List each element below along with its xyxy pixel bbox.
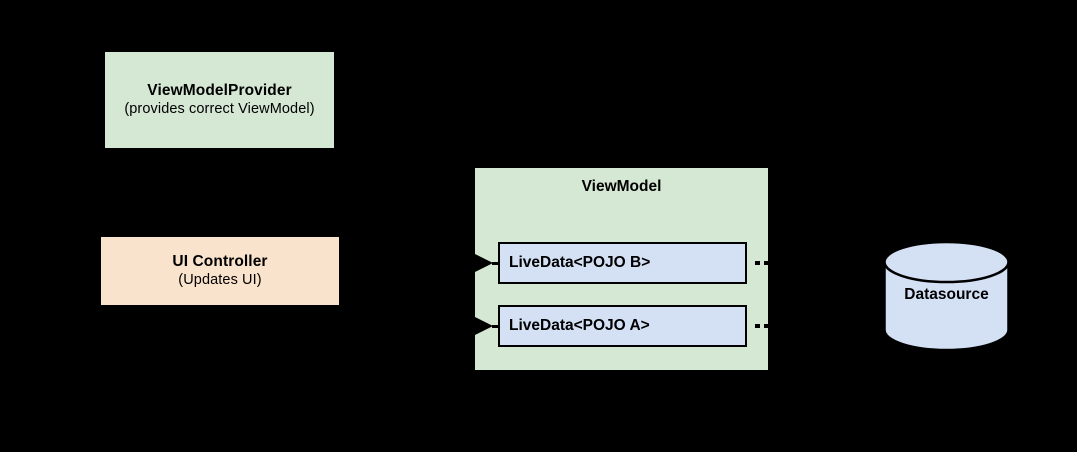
arrowhead-icon — [475, 254, 493, 272]
ui-controller-subtitle: (Updates UI) — [178, 271, 262, 288]
database-cylinder-icon — [883, 240, 1010, 352]
arrowhead-icon — [475, 317, 493, 335]
viewmodel-provider-subtitle: (provides correct ViewModel) — [124, 100, 315, 117]
node-ui-controller[interactable]: UI Controller (Updates UI) — [101, 237, 339, 305]
node-datasource[interactable]: Datasource — [882, 240, 1011, 352]
dashed-connector-segment — [755, 324, 760, 328]
arrow-shaft — [492, 262, 500, 265]
node-livedata-pojo-a[interactable]: LiveData<POJO A> — [498, 305, 747, 347]
livedata-row: LiveData<POJO B> — [475, 242, 769, 284]
dashed-connector-segment — [755, 261, 760, 265]
livedata-row: LiveData<POJO A> — [475, 305, 769, 347]
node-viewmodel-provider[interactable]: ViewModelProvider (provides correct View… — [105, 52, 334, 148]
viewmodel-provider-title: ViewModelProvider — [147, 81, 292, 99]
dashed-connector-segment — [764, 324, 769, 328]
viewmodel-title: ViewModel — [581, 178, 662, 195]
node-viewmodel[interactable]: ViewModel LiveData<POJO B> LiveData<POJO… — [475, 168, 769, 370]
node-livedata-pojo-b[interactable]: LiveData<POJO B> — [498, 242, 747, 284]
ui-controller-title: UI Controller — [172, 252, 268, 270]
arrow-shaft — [492, 325, 500, 328]
dashed-connector-segment — [764, 261, 769, 265]
